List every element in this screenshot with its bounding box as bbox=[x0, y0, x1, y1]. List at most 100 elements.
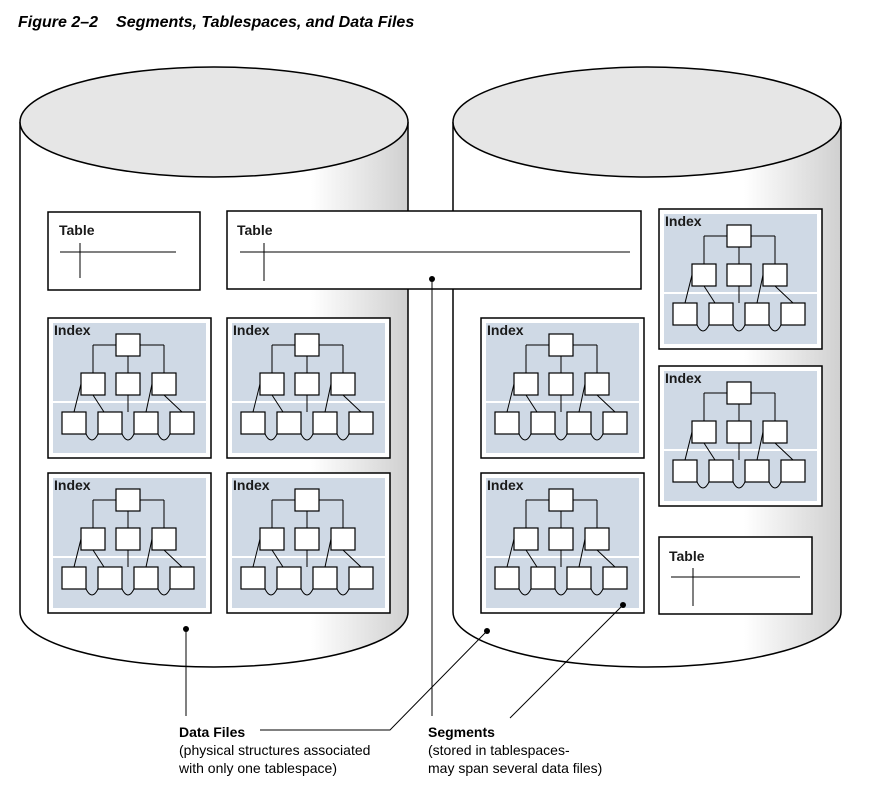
index-segment: Index bbox=[47, 317, 212, 459]
index-node bbox=[726, 420, 752, 444]
index-node bbox=[726, 263, 752, 287]
index-node bbox=[584, 527, 610, 551]
index-segment: Index bbox=[480, 472, 645, 614]
index-node bbox=[780, 459, 806, 483]
index-node bbox=[259, 527, 285, 551]
index-node bbox=[330, 372, 356, 396]
index-node bbox=[80, 372, 106, 396]
index-label: Index bbox=[233, 477, 270, 493]
index-node bbox=[61, 411, 87, 435]
index-node bbox=[494, 411, 520, 435]
index-node bbox=[348, 411, 374, 435]
segments-heading: Segments bbox=[428, 724, 495, 740]
index-segment: Index bbox=[658, 208, 823, 350]
figure-caption: Figure 2–2 Segments, Tablespaces, and Dat… bbox=[18, 14, 414, 32]
table-label: Table bbox=[669, 548, 705, 564]
index-node bbox=[240, 566, 266, 590]
data-files-line-2: with only one tablespace) bbox=[178, 760, 337, 776]
index-node bbox=[133, 566, 159, 590]
index-segment: Index bbox=[226, 317, 391, 459]
index-node bbox=[726, 381, 752, 405]
index-node bbox=[691, 420, 717, 444]
index-segment: Index bbox=[658, 365, 823, 507]
callout-leaders bbox=[183, 276, 626, 731]
index-node bbox=[548, 488, 574, 512]
index-node bbox=[312, 566, 338, 590]
index-node bbox=[294, 527, 320, 551]
index-node bbox=[330, 527, 356, 551]
index-node bbox=[584, 372, 610, 396]
index-node bbox=[780, 302, 806, 326]
table-segment: Table bbox=[47, 211, 201, 291]
index-node bbox=[513, 527, 539, 551]
data-files-heading: Data Files bbox=[179, 724, 245, 740]
table-segment-spanning: Table bbox=[226, 210, 642, 290]
index-node bbox=[744, 302, 770, 326]
index-node bbox=[169, 411, 195, 435]
index-node bbox=[744, 459, 770, 483]
index-label: Index bbox=[487, 322, 524, 338]
index-node bbox=[151, 372, 177, 396]
index-node bbox=[133, 411, 159, 435]
table-segment: Table bbox=[658, 536, 813, 615]
index-node bbox=[115, 488, 141, 512]
index-label: Index bbox=[665, 370, 702, 386]
index-node bbox=[530, 566, 556, 590]
index-node bbox=[548, 333, 574, 357]
index-node bbox=[115, 372, 141, 396]
index-label: Index bbox=[487, 477, 524, 493]
index-node bbox=[80, 527, 106, 551]
index-node bbox=[762, 263, 788, 287]
index-node bbox=[602, 411, 628, 435]
index-node bbox=[708, 302, 734, 326]
index-node bbox=[530, 411, 556, 435]
index-node bbox=[494, 566, 520, 590]
index-node bbox=[691, 263, 717, 287]
index-node bbox=[708, 459, 734, 483]
index-node bbox=[294, 333, 320, 357]
index-node bbox=[566, 566, 592, 590]
index-node bbox=[672, 459, 698, 483]
index-node bbox=[312, 411, 338, 435]
table-label: Table bbox=[237, 222, 273, 238]
figure-number: Figure 2–2 bbox=[18, 14, 99, 31]
figure-title: Segments, Tablespaces, and Data Files bbox=[116, 14, 415, 31]
index-node bbox=[762, 420, 788, 444]
index-node bbox=[348, 566, 374, 590]
index-node bbox=[115, 333, 141, 357]
index-node bbox=[276, 566, 302, 590]
index-node bbox=[726, 224, 752, 248]
index-node bbox=[672, 302, 698, 326]
data-files-line-1: (physical structures associated bbox=[179, 742, 370, 758]
index-segment: Index bbox=[47, 472, 212, 614]
index-label: Index bbox=[54, 322, 91, 338]
segments-line-1: (stored in tablespaces- bbox=[428, 742, 570, 758]
index-label: Index bbox=[54, 477, 91, 493]
index-node bbox=[294, 488, 320, 512]
index-node bbox=[61, 566, 87, 590]
index-node bbox=[97, 411, 123, 435]
index-node bbox=[548, 372, 574, 396]
segments-line-2: may span several data files) bbox=[428, 760, 602, 776]
index-node bbox=[240, 411, 266, 435]
index-segment: Index bbox=[226, 472, 391, 614]
index-node bbox=[513, 372, 539, 396]
index-node bbox=[259, 372, 285, 396]
index-node bbox=[548, 527, 574, 551]
index-node bbox=[151, 527, 177, 551]
index-label: Index bbox=[233, 322, 270, 338]
index-node bbox=[276, 411, 302, 435]
index-label: Index bbox=[665, 213, 702, 229]
index-segment: Index bbox=[480, 317, 645, 459]
index-node bbox=[169, 566, 195, 590]
segments-callout: Segments (stored in tablespaces- may spa… bbox=[428, 724, 602, 776]
index-node bbox=[294, 372, 320, 396]
index-node bbox=[97, 566, 123, 590]
index-node bbox=[566, 411, 592, 435]
index-node bbox=[602, 566, 628, 590]
index-node bbox=[115, 527, 141, 551]
table-label: Table bbox=[59, 222, 95, 238]
data-files-callout: Data Files (physical structures associat… bbox=[178, 724, 370, 776]
